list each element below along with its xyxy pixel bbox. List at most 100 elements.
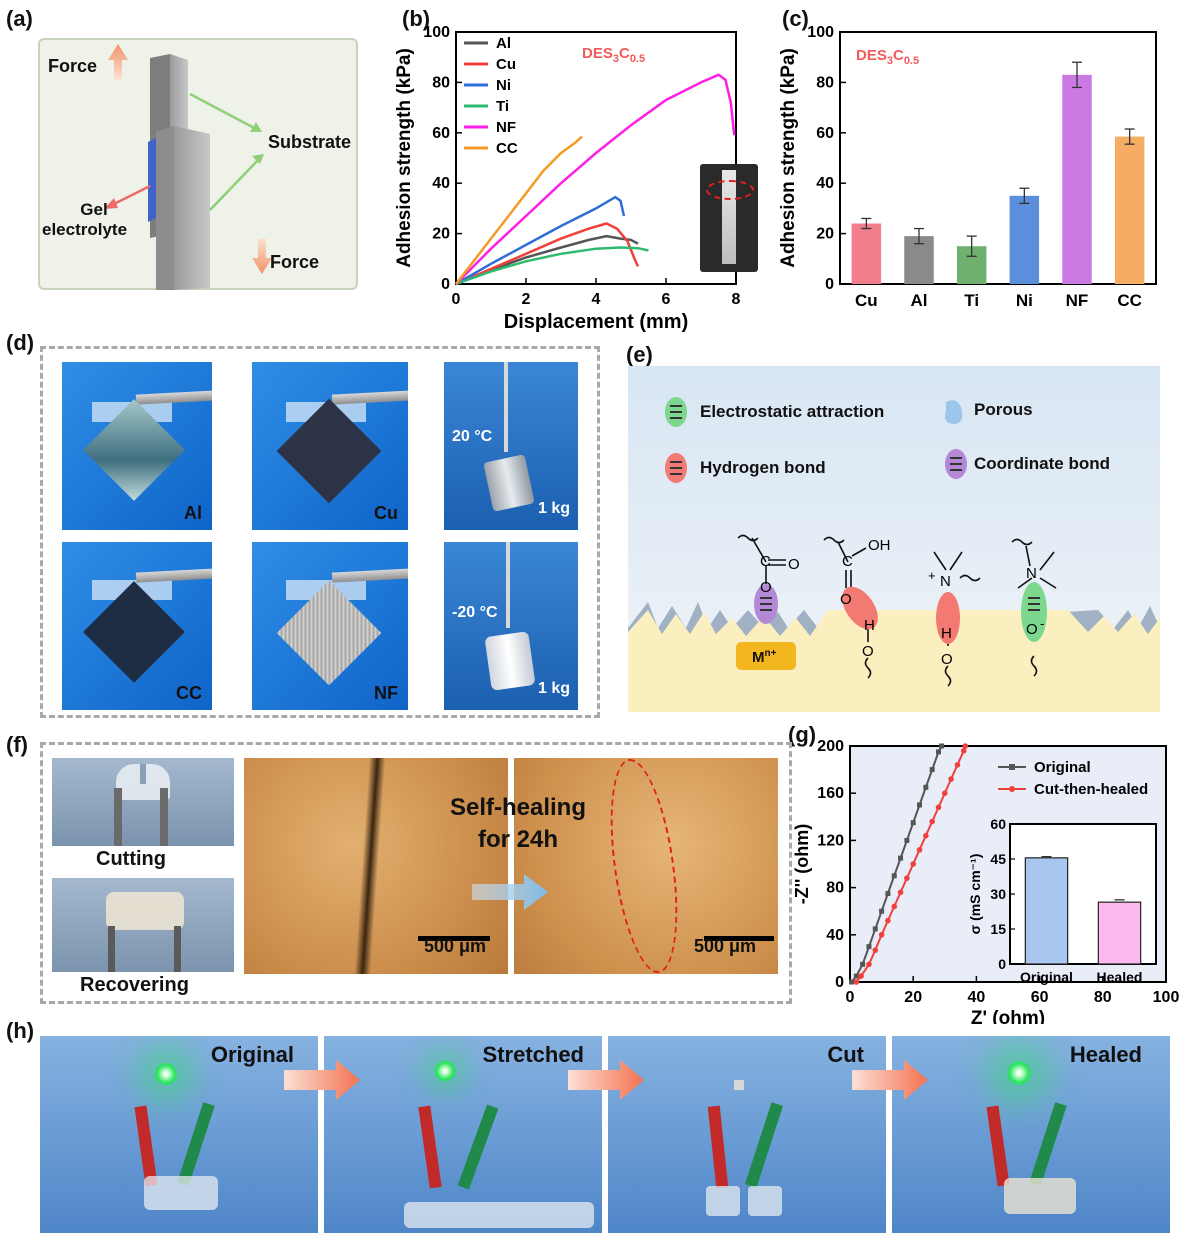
chart-g-inset-ytick-label: 60 [990, 816, 1006, 832]
chart-b-ytick-label: 100 [423, 24, 450, 41]
led-label-stretched: Stretched [482, 1042, 584, 1067]
led-photo-original: Original [40, 1036, 318, 1233]
temp-label-top: 20 °C [452, 428, 493, 445]
chart-b-ytick-label: 0 [441, 276, 450, 293]
temp-label-bottom: -20 °C [452, 604, 498, 621]
chart-c-ytick-label: 80 [816, 74, 834, 91]
legend-porous: Porous [974, 400, 1033, 419]
chart-g-point [866, 961, 872, 968]
panel-label-c: (c) [782, 6, 809, 31]
chart-b-ytick-label: 60 [432, 125, 450, 142]
scale-label-left: 500 μm [424, 936, 487, 956]
chart-g-ylabel: -Z'' (ohm) [792, 824, 812, 905]
chart-g-point [904, 875, 910, 881]
chart-b-legend-label: Ni [496, 77, 511, 94]
chart-b-xlabel: Displacement (mm) [504, 311, 689, 332]
metal-ion-label: Mn+ [752, 648, 777, 666]
chart-g-legend-marker [1009, 764, 1015, 770]
svg-text:H: H [864, 617, 875, 634]
chart-g-inset-xtick-label: Healed [1097, 969, 1143, 985]
self-healing-arrow-icon [472, 874, 548, 910]
chart-b-ylabel: Adhesion strength (kPa) [394, 48, 415, 268]
chart-c-ytick-label: 20 [816, 226, 834, 243]
chart-g-inset-ytick-label: 30 [990, 886, 1006, 902]
adhesion-test-schematic [104, 44, 272, 290]
chart-g-point [942, 790, 948, 796]
chart-c-bar-cu [851, 223, 882, 284]
chart-g-point [866, 944, 872, 950]
cutting-label: Cutting [96, 848, 166, 870]
chart-g-point [939, 743, 945, 749]
chart-b-legend-label: NF [496, 119, 516, 136]
chart-c-xtick-label: Al [911, 291, 928, 310]
chart-g-legend-label: Original [1034, 759, 1091, 776]
chart-c-xtick-label: NF [1066, 291, 1089, 310]
chart-c-bar-ni [1009, 195, 1040, 284]
svg-text:O: O [760, 579, 772, 596]
chart-b-annotation: DES3C0.5 [582, 45, 645, 65]
chart-b-inset-photo [700, 164, 758, 272]
micrograph-after [514, 758, 778, 974]
chart-g-point [935, 804, 942, 811]
svg-text:-: - [1040, 616, 1044, 631]
chart-g-ytick-label: 40 [826, 927, 844, 944]
chart-b-series-al [455, 234, 639, 286]
chart-b-series-ti [455, 246, 649, 286]
chart-g-point [923, 784, 929, 790]
chart-g-point [897, 889, 904, 896]
chart-g-xtick-label: 40 [968, 989, 986, 1006]
chart-c-xtick-label: Ni [1016, 291, 1033, 310]
panel-label-e: (e) [626, 342, 653, 367]
photo-nf: NF [252, 542, 408, 710]
photo-weight-20c: 20 °C 1 kg [444, 362, 578, 530]
panel-label-f: (f) [6, 732, 28, 757]
chart-g-series-original [850, 745, 943, 983]
chart-g-point [853, 973, 859, 979]
chart-g-xtick-label: 100 [1153, 989, 1180, 1006]
chart-g-point [853, 979, 860, 985]
chart-g-point [948, 776, 954, 782]
chart-g-ytick-label: 80 [826, 880, 844, 897]
force-top-label: Force [48, 56, 98, 76]
chart-g-ytick-label: 0 [835, 974, 844, 991]
chart-g-xtick-label: 20 [904, 989, 922, 1006]
recovering-label: Recovering [80, 974, 189, 996]
gel-label-line1: Gel [80, 200, 108, 219]
chart-g-point [872, 947, 879, 953]
chart-g-point [910, 820, 916, 826]
chart-b-xtick-label: 0 [452, 291, 461, 308]
panel-label-g: (g) [788, 722, 817, 747]
force-bottom-label: Force [270, 252, 320, 272]
photo-label-cc: CC [176, 683, 202, 703]
svg-text:N: N [1026, 565, 1037, 582]
chart-g-point [878, 932, 885, 938]
chart-g-point [916, 847, 923, 853]
chart-g-legend-marker [1009, 786, 1015, 792]
chart-b-xtick-label: 6 [662, 291, 671, 308]
chart-g-ytick-label: 200 [817, 738, 844, 755]
panel-label-a: (a) [6, 6, 33, 31]
photo-cutting [52, 758, 234, 846]
photo-weight-minus20c: -20 °C 1 kg [444, 542, 578, 710]
chart-g-point [904, 837, 910, 843]
gel-label-line2: electrolyte [42, 220, 128, 239]
legend-hydrogen-bond: Hydrogen bond [700, 458, 826, 477]
chart-g-point [917, 802, 923, 808]
svg-text:+: + [928, 568, 936, 583]
chart-g-point [891, 873, 897, 879]
mass-label-top: 1 kg [537, 500, 570, 517]
photo-label-cu: Cu [374, 503, 398, 523]
chart-g-point [962, 743, 969, 749]
chart-b-legend-label: CC [496, 140, 518, 157]
chart-g-inset-ytick-label: 45 [990, 851, 1006, 867]
chart-g-point [885, 917, 891, 924]
legend-coordinate-bond: Coordinate bond [974, 454, 1110, 473]
panel-a-schematic: Force Force Substrate Gel electrolyte [38, 38, 358, 290]
chart-c-plot-frame [839, 31, 1157, 285]
chart-g-point [898, 855, 904, 861]
chart-c-ytick-label: 60 [816, 125, 834, 142]
svg-text:C: C [842, 553, 853, 570]
